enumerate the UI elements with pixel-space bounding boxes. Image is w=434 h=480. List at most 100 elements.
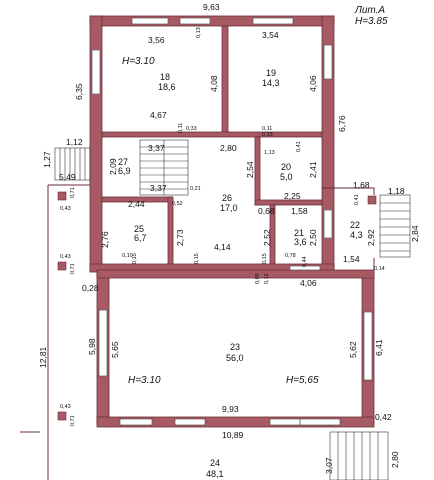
room-number: 27 [118, 157, 128, 167]
dim: 0,21 [190, 186, 201, 192]
window [289, 265, 321, 271]
pillar [57, 261, 67, 271]
dim: 2,09 [108, 158, 118, 175]
dim: 0,42 [375, 412, 392, 422]
window [363, 311, 373, 381]
dim: 5,62 [348, 341, 358, 358]
dim: 0,28 [82, 283, 99, 293]
wall-23-top [96, 269, 375, 279]
room-area: 3,6 [294, 237, 307, 247]
dim: 2,50 [308, 229, 318, 246]
dim: 1,68 [353, 180, 370, 190]
pillar [367, 195, 377, 205]
outline [20, 184, 375, 480]
dim: 2,76 [100, 231, 110, 248]
dim: 1,18 [388, 186, 405, 196]
dim: 0,33 [186, 126, 197, 132]
window [174, 418, 206, 426]
dim: 3,37 [150, 183, 167, 193]
stair-right-outside [379, 194, 411, 258]
window [299, 418, 341, 426]
dim: 0,41 [296, 141, 302, 152]
dim: 0,14 [374, 266, 385, 272]
window [91, 49, 101, 95]
room-area: 4,3 [350, 230, 363, 240]
window [131, 17, 169, 25]
wall-20-bottom [254, 199, 323, 206]
window [98, 309, 108, 377]
dimensions: 9,63 3,56 3,54 0,13 6,35 4,08 4,06 6,76 … [38, 2, 420, 474]
stair-bottom-outside [329, 431, 389, 480]
wall-23-bottom [96, 416, 375, 428]
dim: 4,14 [214, 242, 231, 252]
wall-top [89, 15, 335, 27]
dim: 9,63 [203, 2, 220, 12]
dim: 3,07 [324, 457, 334, 474]
dim: 3,56 [148, 35, 165, 45]
wall-20-left [254, 136, 261, 206]
dim: 6,35 [74, 83, 84, 100]
height-label: H=3.10 [128, 375, 161, 386]
dim: 0,78 [285, 253, 296, 259]
room-area: 17,0 [220, 203, 238, 213]
room-number: 25 [134, 224, 144, 234]
room-number: 22 [350, 220, 360, 230]
dim: 2,52 [262, 229, 272, 246]
wall-25-right [167, 196, 174, 270]
room-number: 18 [160, 72, 170, 82]
dim: 0,09 [255, 273, 261, 284]
window [119, 418, 153, 426]
pillar [57, 411, 67, 421]
room-area: 18,6 [158, 82, 176, 92]
dim: 1,27 [42, 151, 52, 168]
dim: 0,15 [262, 253, 268, 264]
dim: 2,25 [284, 191, 301, 201]
dim: 5,49 [59, 172, 76, 182]
windows [91, 17, 373, 426]
dim: 2,44 [128, 199, 145, 209]
dim: 1,12 [66, 137, 83, 147]
dim: 0,41 [354, 194, 360, 205]
dim: 6,76 [337, 115, 347, 132]
dim: 12,81 [38, 346, 48, 368]
pillars [57, 191, 377, 421]
dim: 1,54 [343, 254, 360, 264]
dim: 0,13 [196, 27, 202, 38]
dim: 0,11 [262, 126, 272, 132]
room-number: 26 [222, 193, 232, 203]
dim: 0,33 [262, 132, 273, 138]
stair-left-outside [54, 147, 91, 181]
room-number: 23 [230, 342, 240, 352]
dim: 0,71 [70, 415, 76, 426]
dim: 0,44 [302, 256, 308, 267]
room-area: 56,0 [226, 353, 244, 363]
room-labels: 18 18,6 19 14,3 27 6,9 20 5,0 26 17,0 25… [118, 68, 363, 479]
dim: 0,11 [178, 123, 184, 133]
room-number: 19 [266, 68, 276, 78]
dim: 5,98 [87, 338, 97, 355]
dim: 2,80 [220, 143, 237, 153]
dim: 0,71 [70, 263, 76, 274]
dim: 0,71 [70, 187, 76, 198]
dim: 9,93 [222, 404, 239, 414]
room-area: 6,7 [134, 233, 147, 243]
dim: 0,43 [60, 254, 71, 260]
stairs [54, 139, 411, 480]
dim: 1,58 [291, 206, 308, 216]
height-label: H=3.85 [355, 16, 388, 27]
height-label: H=3.10 [122, 56, 155, 67]
window [323, 44, 333, 80]
dim: 2,73 [175, 229, 185, 246]
room-number: 24 [210, 458, 220, 468]
dim: 0,12 [264, 273, 270, 284]
dim: 2,84 [410, 225, 420, 242]
dim: 0,15 [194, 253, 200, 264]
dim: 0,10 [122, 253, 133, 259]
dim: 0,52 [172, 201, 183, 207]
dim: 4,08 [209, 75, 219, 92]
dim: 4,67 [150, 110, 167, 120]
dim: 4,06 [308, 75, 318, 92]
wall-mid-horizontal [101, 131, 323, 138]
window [323, 209, 333, 239]
